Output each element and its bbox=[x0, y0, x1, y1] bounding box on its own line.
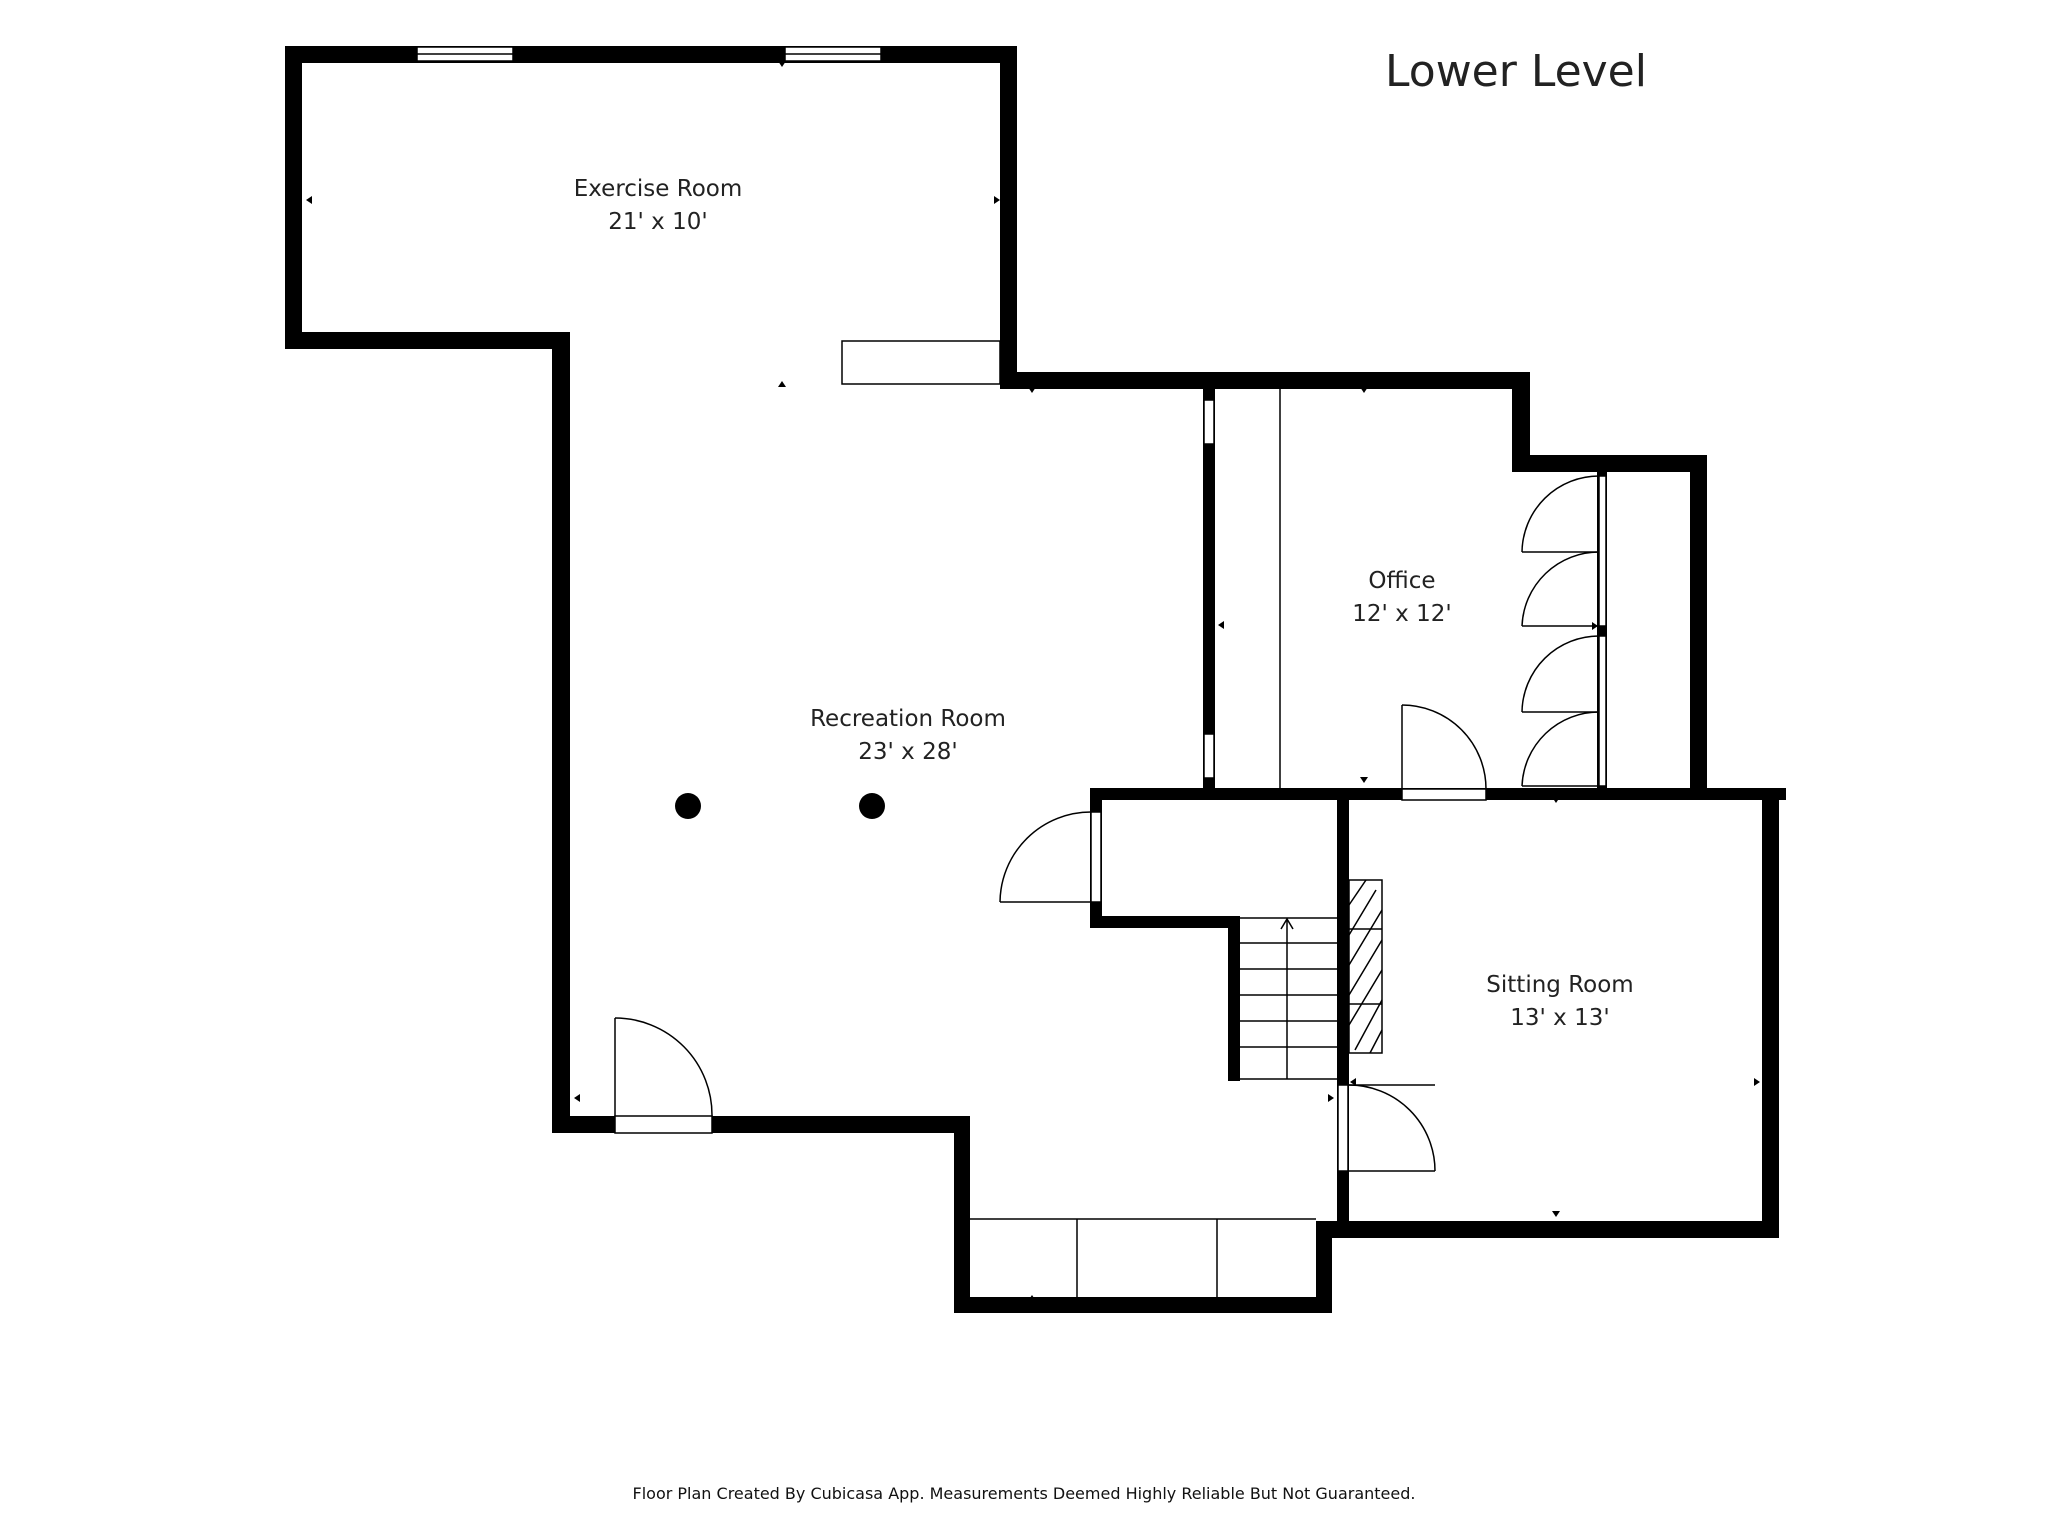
room-name: Recreation Room bbox=[810, 706, 1006, 732]
room-recreation: Recreation Room 23' x 28' bbox=[810, 706, 1006, 765]
footer-disclaimer: Floor Plan Created By Cubicasa App. Meas… bbox=[633, 1484, 1416, 1503]
room-size: 23' x 28' bbox=[858, 739, 957, 765]
room-exercise: Exercise Room 21' x 10' bbox=[574, 176, 743, 235]
dimension-markers bbox=[306, 61, 1760, 1301]
doors bbox=[614, 475, 1600, 1172]
columns bbox=[675, 793, 885, 819]
room-size: 21' x 10' bbox=[608, 209, 707, 235]
room-size: 12' x 12' bbox=[1352, 601, 1451, 627]
room-name: Sitting Room bbox=[1486, 972, 1633, 998]
room-office: Office 12' x 12' bbox=[1352, 568, 1451, 627]
room-name: Office bbox=[1368, 568, 1435, 594]
room-name: Exercise Room bbox=[574, 176, 743, 202]
room-size: 13' x 13' bbox=[1510, 1005, 1609, 1031]
room-sitting: Sitting Room 13' x 13' bbox=[1486, 972, 1633, 1031]
windows bbox=[416, 46, 1607, 1172]
level-title: Lower Level bbox=[1385, 46, 1647, 97]
fixtures bbox=[841, 340, 1383, 1297]
walls bbox=[285, 46, 1786, 1313]
